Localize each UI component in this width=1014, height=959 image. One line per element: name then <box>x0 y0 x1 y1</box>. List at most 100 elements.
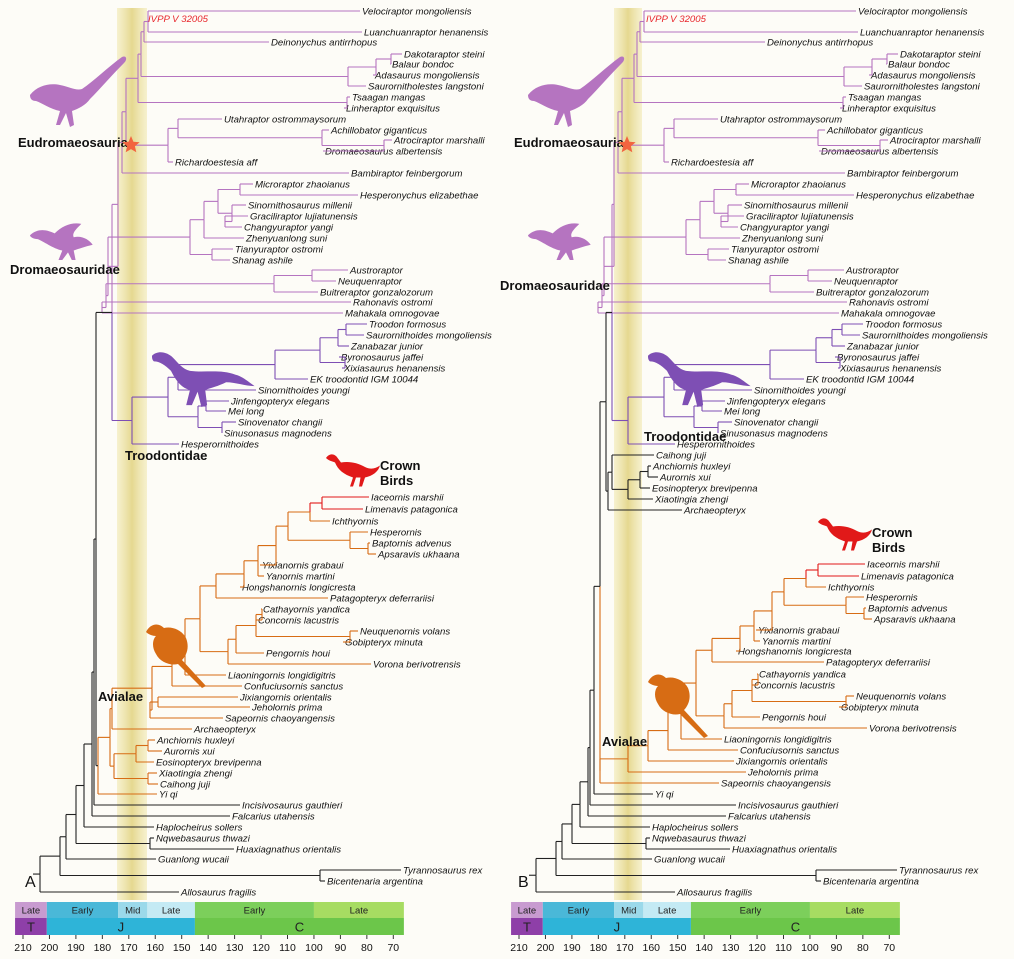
taxon-label-pengornis: Pengornis houi <box>762 712 827 723</box>
taxon-label-gobipteryx: Gobipteryx minuta <box>345 637 423 648</box>
star-icon <box>618 136 636 153</box>
taxon-label-ek-troodontid: EK troodontid IGM 10044 <box>310 374 418 385</box>
tick-label: 110 <box>279 942 296 954</box>
taxon-label-dromaeosaurus: Dromaeosaurus albertensis <box>325 146 443 157</box>
clade-eudromaeosauria: Eudromaeosauria <box>18 135 129 150</box>
taxon-label-changyuraptor: Changyuraptor yangi <box>244 222 334 233</box>
taxon-label-sinovenator: Sinovenator changii <box>734 417 819 428</box>
taxon-label-sinusonasus: Sinusonasus magnodens <box>720 428 828 439</box>
taxon-label-jeholornis: Jeholornis prima <box>251 702 322 713</box>
taxon-label-anchiornis: Anchiornis huxleyi <box>652 461 731 472</box>
taxon-label-archaeopteryx: Archaeopteryx <box>193 724 257 735</box>
taxon-label-sapeornis: Sapeornis chaoyangensis <box>225 713 335 724</box>
taxon-label-nqwebasaurus: Nqwebasaurus thwazi <box>156 833 251 844</box>
tick-label: 180 <box>94 942 112 954</box>
taxon-label-neuquenraptor: Neuquenraptor <box>834 276 899 287</box>
taxon-label-sinovenator: Sinovenator changii <box>238 417 323 428</box>
taxon-label-jeholornis: Jeholornis prima <box>747 767 818 778</box>
taxon-label-falcarius: Falcarius utahensis <box>232 811 315 822</box>
taxon-label-hongshanornis: Hongshanornis longicresta <box>242 582 356 593</box>
taxon-label-sapeornis: Sapeornis chaoyangensis <box>721 778 831 789</box>
taxon-label-dakotaraptor: Dakotaraptor steini <box>404 49 485 60</box>
taxon-label-zhenyuanlong: Zhenyuanlong suni <box>245 233 328 244</box>
taxon-label-yi: Yi qi <box>159 789 178 800</box>
period-cell <box>511 918 543 935</box>
taxon-label-saurornitholestes: Saurornitholestes langstoni <box>864 81 981 92</box>
taxon-label-neuquenornis: Neuquenornis volans <box>360 626 450 637</box>
tree-panel-b: Velociraptor mongoliensisLuanchuanraptor… <box>529 6 988 898</box>
taxon-label-tyrannosaurus: Tyrannosaurus rex <box>899 865 979 876</box>
taxon-label-rahonavis: Rahonavis ostromi <box>353 297 433 308</box>
tick-label: 180 <box>590 942 608 954</box>
taxon-label-haplocheirus: Haplocheirus sollers <box>652 822 739 833</box>
epoch-cell <box>511 902 543 918</box>
epoch-label: Mid <box>125 906 140 917</box>
taxon-label-zanabazar: Zanabazar junior <box>350 341 424 352</box>
taxon-label-atrociraptor: Atrociraptor marshalli <box>393 135 486 146</box>
taxon-label-yi: Yi qi <box>655 789 674 800</box>
taxon-label-austroraptor: Austroraptor <box>349 265 404 276</box>
taxon-label-gobipteryx: Gobipteryx minuta <box>841 702 919 713</box>
taxon-label-vorona: Vorona berivotrensis <box>373 659 461 670</box>
taxon-label-huaxiagnathus: Huaxiagnathus orientalis <box>236 844 341 855</box>
period-label: C <box>295 920 304 935</box>
tick-label: 90 <box>831 942 843 954</box>
epoch-cell <box>809 902 900 918</box>
taxon-label-utahraptor: Utahraptor ostrommaysorum <box>720 114 842 125</box>
taxon-label-sinornithosaurus: Sinornithosaurus millenii <box>744 200 849 211</box>
tick-label: 190 <box>563 942 581 954</box>
taxon-label-achillobator: Achillobator giganticus <box>330 125 427 136</box>
period-cell <box>15 918 47 935</box>
taxon-label-allosaurus: Allosaurus fragilis <box>180 887 256 898</box>
epoch-label: Late <box>350 906 369 917</box>
tick-label: 120 <box>748 942 766 954</box>
epoch-cell <box>690 902 810 918</box>
tick-label: 80 <box>857 942 869 954</box>
taxon-label-pengornis: Pengornis houi <box>266 648 331 659</box>
period-label: T <box>523 920 531 935</box>
taxon-label-sinornithosaurus: Sinornithosaurus millenii <box>248 200 353 211</box>
tick-label: 170 <box>616 942 634 954</box>
taxon-label-caihong: Caihong juji <box>160 779 211 790</box>
period-cell <box>542 918 691 935</box>
taxon-label-dakotaraptor: Dakotaraptor steini <box>900 49 981 60</box>
epoch-cell <box>542 902 615 918</box>
taxon-label-rahonavis: Rahonavis ostromi <box>849 297 929 308</box>
taxon-label-mahakala: Mahakala omnogovae <box>345 308 439 319</box>
taxon-label-baptornis: Baptornis advenus <box>868 603 948 614</box>
epoch-cell <box>313 902 404 918</box>
taxon-label-tsaagan: Tsaagan mangas <box>848 92 921 103</box>
taxon-label-hesperornithoides: Hesperornithoides <box>677 439 755 450</box>
taxon-label-balaur: Balaur bondoc <box>888 59 950 70</box>
taxon-label-cathayornis: Cathayornis yandica <box>263 604 350 615</box>
taxon-label-austroraptor: Austroraptor <box>845 265 900 276</box>
taxon-label-confuciusornis: Confuciusornis sanctus <box>740 745 839 756</box>
epoch-label: Late <box>162 906 181 917</box>
crown-bird-silhouette-icon <box>326 454 380 487</box>
tick-label: 160 <box>146 942 164 954</box>
clade-eudromaeosauria: Eudromaeosauria <box>514 135 625 150</box>
period-label: J <box>118 920 125 935</box>
taxon-label-linheraptor: Linheraptor exquisitus <box>346 103 440 114</box>
taxon-label-luanchuanraptor: Luanchuanraptor henanensis <box>860 27 984 38</box>
enantiornithine-silhouette-icon <box>648 674 708 738</box>
tick-label: 200 <box>41 942 59 954</box>
taxon-label-yixianornis: Yixianornis grabaui <box>758 625 840 636</box>
taxon-label-concornis: Concornis lacustris <box>754 680 835 691</box>
tick-label: 190 <box>67 942 85 954</box>
tick-label: 90 <box>335 942 347 954</box>
taxon-label-jinfengopteryx: Jinfengopteryx elegans <box>230 396 330 407</box>
epoch-cell <box>46 902 119 918</box>
taxon-label-saurornithoides: Saurornithoides mongoliensis <box>862 330 988 341</box>
specimen-label: IVPP V 32005 <box>148 14 209 25</box>
tick-label: 130 <box>722 942 740 954</box>
tick-label: 170 <box>120 942 138 954</box>
epoch-label: Early <box>72 906 94 917</box>
taxon-label-atrociraptor: Atrociraptor marshalli <box>889 135 982 146</box>
taxon-label-allosaurus: Allosaurus fragilis <box>676 887 752 898</box>
taxon-label-tsaagan: Tsaagan mangas <box>352 92 425 103</box>
clade-crown-birds: Birds <box>380 473 413 488</box>
